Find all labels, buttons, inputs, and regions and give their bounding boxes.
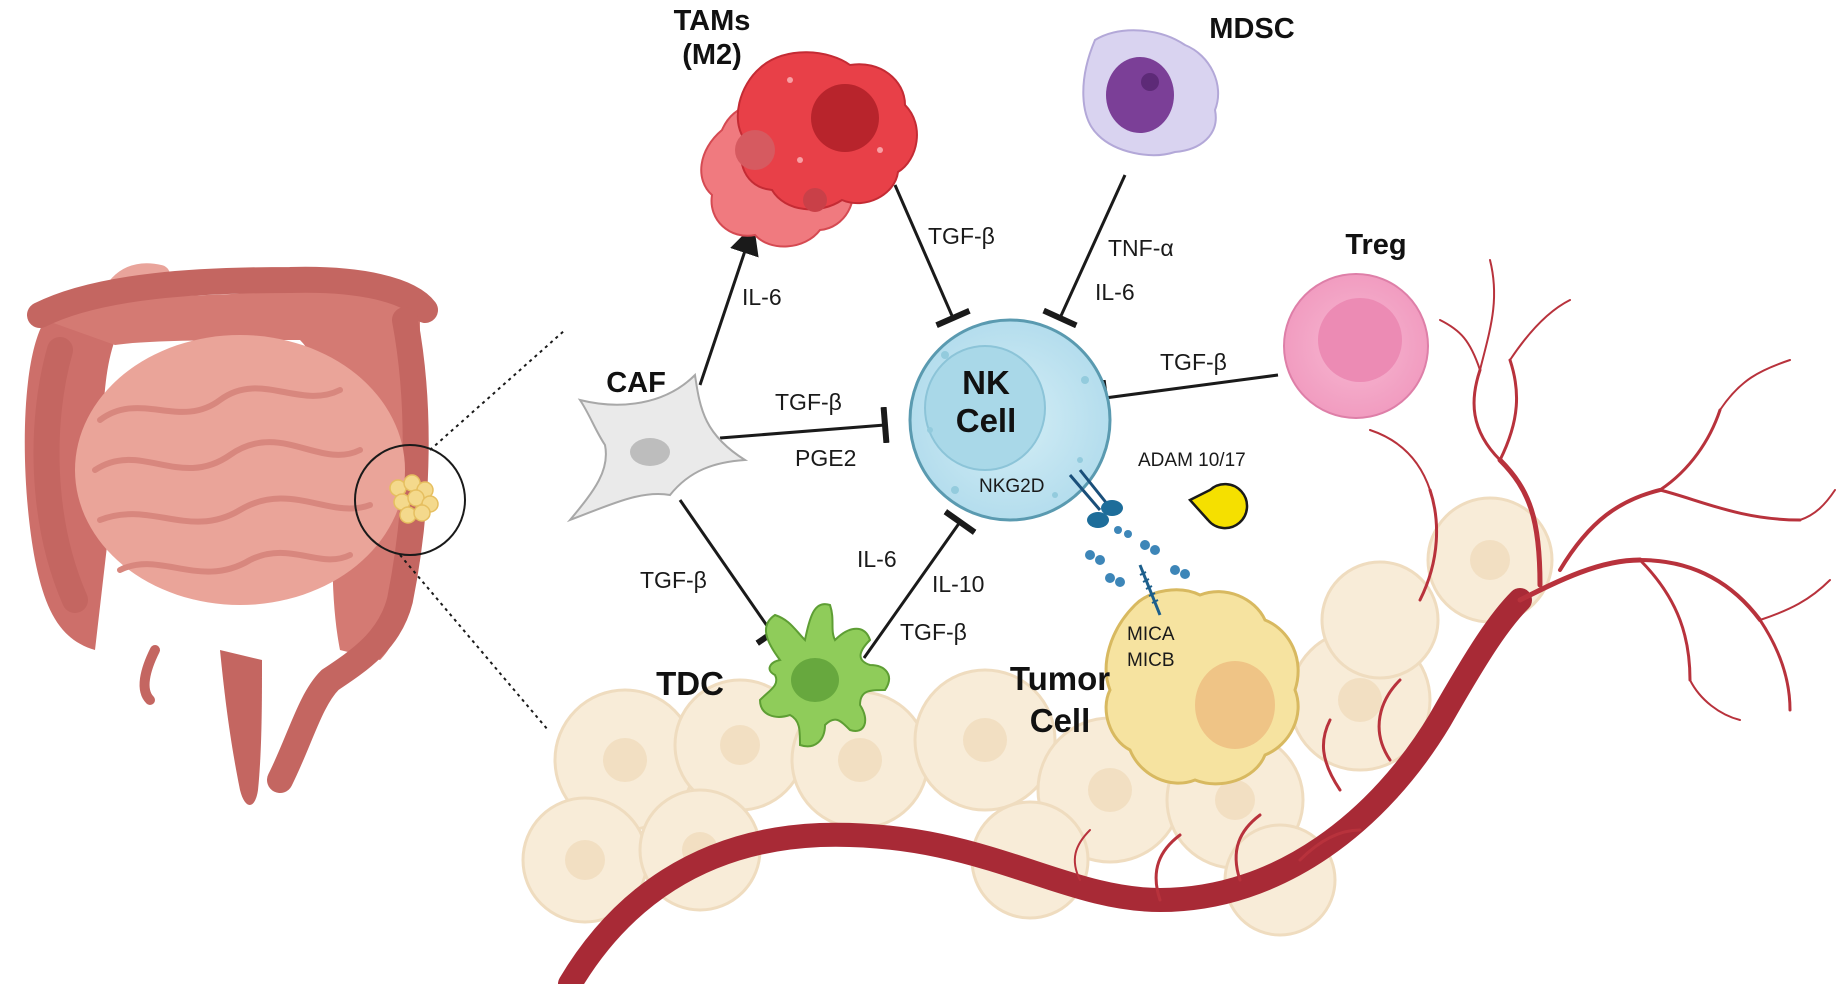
mdsc-cell: MDSC [1082,13,1295,157]
mdsc-label: MDSC [1209,13,1294,45]
tdc-cell: TDC [656,603,890,748]
label-tdc-nk-1: IL-6 [857,546,897,572]
tumor-label-line1: Tumor [1010,660,1110,697]
edge-caf-tdc [678,499,789,646]
zoom-line-top [429,329,566,451]
tumor-spot [389,474,439,524]
caf-label: CAF [606,367,666,399]
nkg2d-receptor [1068,469,1123,528]
label-caf-tams: IL-6 [742,284,782,310]
label-tdc-nk-3: TGF-β [900,619,967,645]
mica-label: MICA [1127,624,1175,645]
edge-labels: IL-6 TGF-β TNF-α IL-6 TGF-β TGF-β PGE2 T… [640,223,1227,645]
caf-cell: CAF [566,367,749,523]
edge-mdsc-nk [1042,174,1127,329]
tams-label-line2: (M2) [682,39,742,71]
edge-caf-nk [719,406,890,444]
edge-tdc-nk [862,509,977,659]
edge-caf-tams [698,224,759,386]
treg-label: Treg [1345,229,1406,261]
soluble-mic-fragments [1085,526,1190,587]
label-tdc-nk-2: IL-10 [932,571,984,597]
blood-vessel [558,259,1836,984]
tumor-label-line2: Cell [1030,702,1091,739]
tams-label-line1: TAMs [674,5,751,37]
label-tams-nk: TGF-β [928,223,995,249]
edges [678,174,1279,659]
treg-cell: Treg [1283,229,1429,419]
label-mdsc-nk-1: TNF-α [1108,235,1174,261]
adam-enzyme: ADAM 10/17 [1138,450,1249,530]
tumor-cell: MICA MICB Tumor Cell [1010,564,1300,786]
nk-label-line2: Cell [956,402,1017,439]
tdc-label: TDC [656,665,724,702]
adam-label: ADAM 10/17 [1138,450,1246,471]
edge-treg-nk [1099,373,1279,417]
tams-cell: TAMs (M2) [674,5,918,248]
nkg2d-label: NKG2D [979,476,1044,497]
micb-label: MICB [1127,650,1175,671]
zoom-line-bottom [399,554,549,731]
label-mdsc-nk-2: IL-6 [1095,279,1135,305]
nk-label-line1: NK [962,364,1010,401]
label-caf-nk-2: PGE2 [795,445,856,471]
nk-cell: NK Cell NKG2D [908,318,1112,522]
label-caf-nk-1: TGF-β [775,389,842,415]
zoom-circle [354,444,466,556]
edge-tams-nk [893,184,971,328]
colon-illustration [24,263,566,805]
label-treg-nk: TGF-β [1160,349,1227,375]
label-caf-tdc: TGF-β [640,567,707,593]
